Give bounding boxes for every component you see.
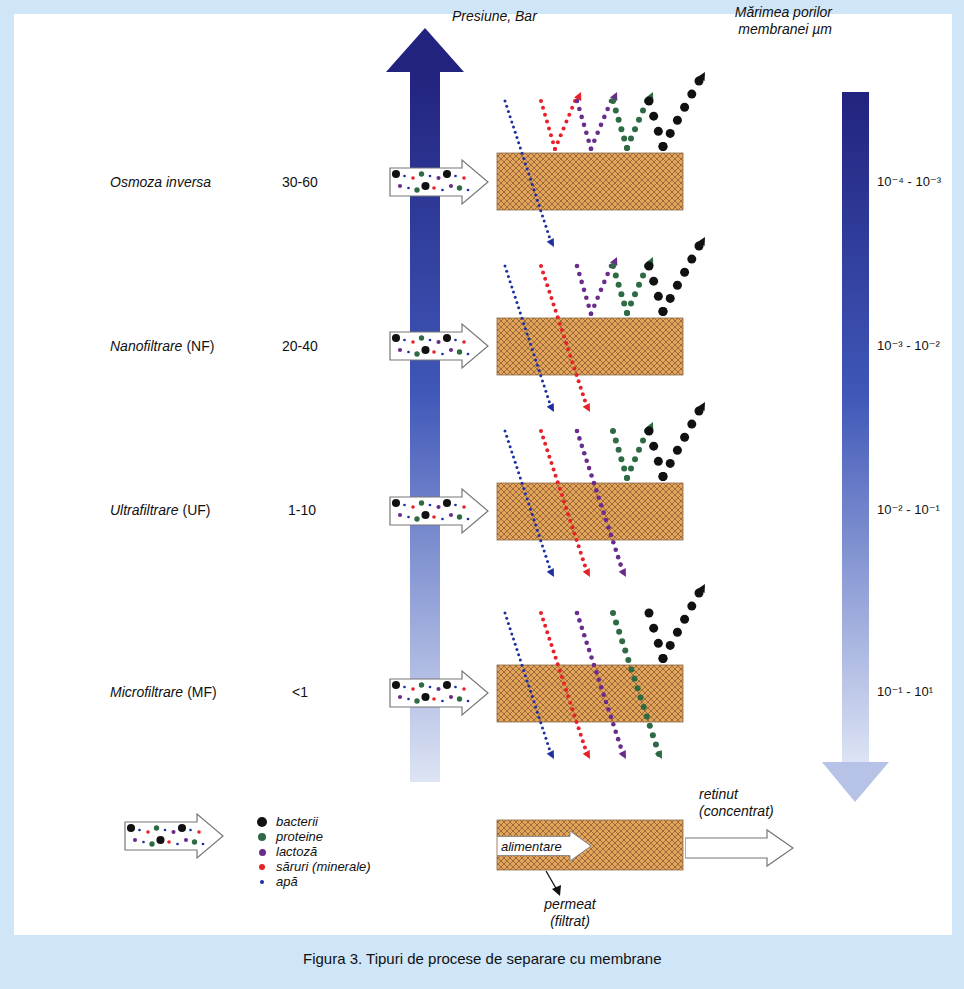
label: 30-60 — [282, 174, 318, 191]
legend-dot — [257, 817, 267, 827]
label: 20-40 — [282, 338, 318, 355]
arrow-label: alimentare — [501, 838, 562, 855]
legend-text: lactoză — [276, 844, 317, 859]
label: 10⁻¹ - 10¹ — [877, 683, 933, 700]
legend-dot — [259, 849, 266, 856]
label: (MF) — [187, 684, 217, 701]
legend-dot — [259, 864, 265, 870]
label: Ultrafiltrare — [110, 502, 178, 519]
label: (NF) — [186, 338, 214, 355]
label: 1-10 — [288, 502, 316, 519]
label: permeat (filtrat) — [530, 896, 610, 930]
particle-streams — [504, 72, 706, 759]
permeate-arrow — [546, 871, 561, 896]
figure-caption: Figura 3. Tipuri de procese de separare … — [303, 950, 662, 967]
label: 10⁻³ - 10⁻² — [877, 337, 940, 354]
legend-dot — [260, 880, 264, 884]
legend-text: proteine — [276, 829, 323, 844]
pressure-arrow — [386, 28, 464, 782]
label: (UF) — [182, 502, 210, 519]
legend-text: săruri (minerale) — [276, 859, 371, 874]
legend-text: bacterii — [276, 814, 318, 829]
label: Osmoza inversa — [110, 174, 211, 191]
legend-text: apă — [276, 874, 298, 889]
label: 10⁻⁴ - 10⁻³ — [877, 173, 941, 190]
label: 10⁻² - 10⁻¹ — [877, 501, 940, 518]
outlet-label: retinut (concentrat) — [699, 786, 795, 820]
legend-dot — [258, 833, 266, 841]
label: Mărimea porilor membranei µm — [700, 4, 832, 38]
label: Microfiltrare — [110, 684, 183, 701]
retentate-arrow-node: retinut (concentrat) — [685, 786, 801, 870]
membrane — [497, 153, 683, 870]
feed-arrow-node: alimentare — [497, 830, 592, 862]
feed-arrow — [125, 160, 488, 858]
label: Nanofiltrare — [110, 338, 182, 355]
panel — [14, 14, 952, 935]
label: Presiune, Bar — [452, 8, 537, 25]
label: <1 — [292, 684, 308, 701]
